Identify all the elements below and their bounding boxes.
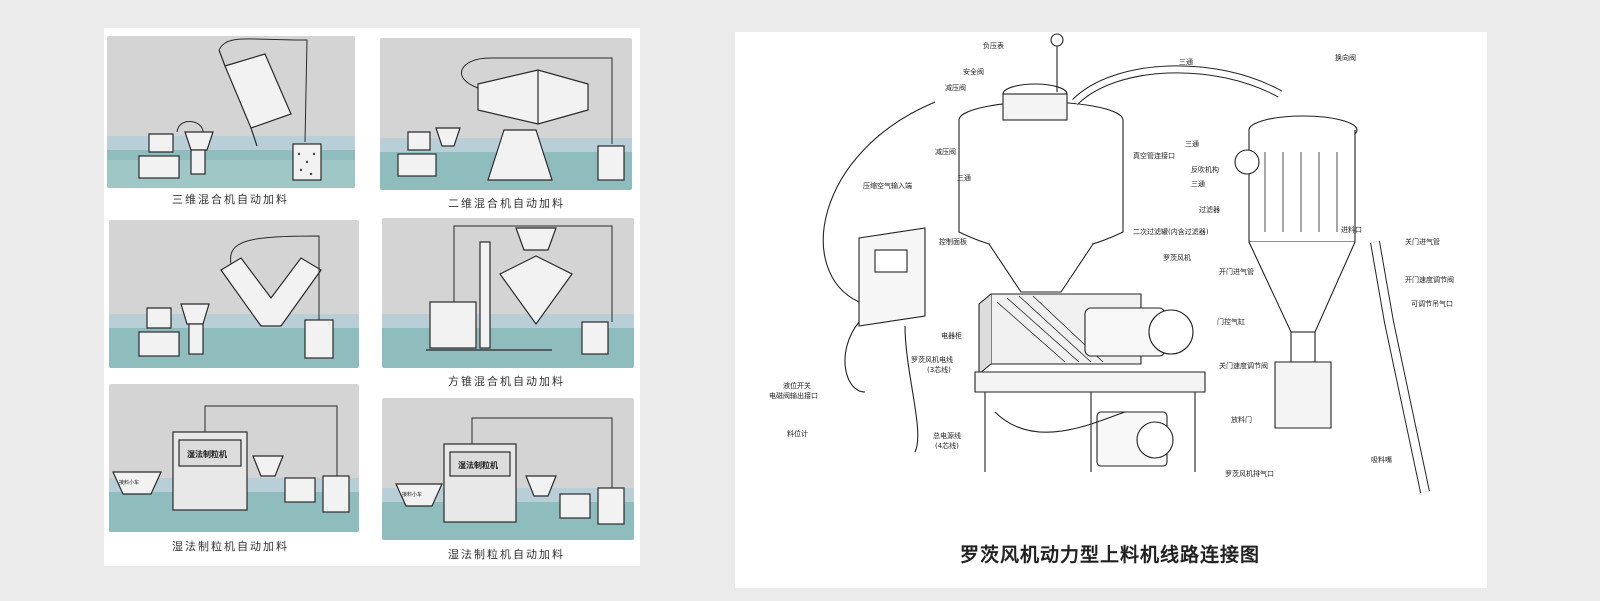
label-pressure-relief-solenoid: 减压阀 xyxy=(935,148,956,156)
scene-granulator-1-drawing: 湿法制粒机 接料小车 xyxy=(109,384,359,532)
label-filter: 过滤器 xyxy=(1199,206,1220,214)
label-feed-inlet: 进料口 xyxy=(1341,226,1362,234)
label-open-door-cylinder: 开门进气管 xyxy=(1219,268,1254,276)
label-control-panel: 控制面板 xyxy=(939,238,967,246)
label-discharge-door: 放料门 xyxy=(1231,416,1252,424)
scene-granulator-2: 湿法制粒机 接料小车 xyxy=(382,398,634,540)
label-tee-right: 三通 xyxy=(1191,180,1205,188)
caption-granulator-2: 湿法制粒机自动加料 xyxy=(448,548,565,561)
label-close-speed-valve: 关门速度调节阀 xyxy=(1219,362,1268,370)
label-tee-mid: 三通 xyxy=(1185,140,1199,148)
scene-granulator-2-drawing: 湿法制粒机 接料小车 xyxy=(382,398,634,540)
granulator-2-label: 湿法制粒机 xyxy=(458,460,498,470)
label-adjustable-port: 可调节吊气口 xyxy=(1411,300,1453,308)
label-pressure-relief-valve: 减压阀 xyxy=(945,84,966,92)
caption-cone-mixer: 方锥混合机自动加料 xyxy=(448,375,565,388)
label-blower-exhaust: 罗茨风机排气口 xyxy=(1225,470,1274,478)
label-level-sensor: 料位计 xyxy=(787,430,808,438)
label-close-door-cylinder: 关门进气管 xyxy=(1405,238,1440,246)
label-suction-pipe: 吸料嘴 xyxy=(1371,456,1392,464)
scene-2d-mixer xyxy=(380,38,632,190)
label-main-power-line: 总电源线 xyxy=(933,432,961,440)
label-secondary-filter-tank: 二次过滤罐(内含过滤器) xyxy=(1133,228,1209,236)
label-compressed-air-input: 压缩空气输入端 xyxy=(863,182,912,190)
label-safety-valve: 安全阀 xyxy=(963,68,984,76)
cart-2-label: 接料小车 xyxy=(402,491,422,498)
label-tee-left: 三通 xyxy=(957,174,971,182)
diagram-title: 罗茨风机动力型上料机线路连接图 xyxy=(959,544,1260,566)
caption-granulator-1: 湿法制粒机自动加料 xyxy=(172,540,289,553)
mixer-feeding-panel: 三维混合机自动加料 二维混合机自动加料 xyxy=(104,28,640,566)
label-level-switch-plug: 液位开关 xyxy=(783,382,811,390)
label-close-door-speed-valve: 开门速度调节阀 xyxy=(1405,276,1454,284)
roots-blower-diagram-panel: 负压表 安全阀 减压阀 三通 换向阀 三通 减压阀 三通 真空管连接口 反吹机构… xyxy=(735,32,1487,588)
label-electric-cabinet: 电器柜 xyxy=(941,332,962,340)
label-tee-top-left: 三通 xyxy=(1179,58,1193,66)
scene-v-mixer-drawing xyxy=(109,220,359,368)
label-solenoid-signal-port: 电磁阀输出接口 xyxy=(769,392,818,400)
label-blower-power-note: (3芯线) xyxy=(927,366,951,374)
scene-granulator-1: 湿法制粒机 接料小车 xyxy=(109,384,359,532)
scene-3d-mixer-drawing xyxy=(107,36,355,188)
scene-cone-mixer xyxy=(382,218,634,368)
cart-1-label: 接料小车 xyxy=(119,479,139,486)
label-backflush-valve: 反吹机构 xyxy=(1191,166,1219,174)
label-negative-pressure-gauge: 负压表 xyxy=(983,42,1004,50)
caption-2d-mixer: 二维混合机自动加料 xyxy=(448,197,565,210)
label-door-cylinder: 门控气缸 xyxy=(1217,318,1245,326)
scene-v-mixer xyxy=(109,220,359,368)
scene-3d-mixer xyxy=(107,36,355,188)
scene-2d-mixer-drawing xyxy=(380,38,632,190)
caption-3d-mixer: 三维混合机自动加料 xyxy=(172,193,289,206)
granulator-1-label: 湿法制粒机 xyxy=(187,449,227,459)
label-blower-power-line: 罗茨风机电线 xyxy=(911,356,953,364)
label-main-power-note: (4芯线) xyxy=(935,442,959,450)
label-reversing-valve: 换向阀 xyxy=(1335,54,1356,62)
scene-cone-mixer-drawing xyxy=(382,218,634,368)
label-vacuum-connection: 真空管连接口 xyxy=(1133,152,1175,160)
label-roots-blower: 罗茨风机 xyxy=(1163,254,1191,262)
roots-blower-diagram-drawing xyxy=(822,33,1430,494)
